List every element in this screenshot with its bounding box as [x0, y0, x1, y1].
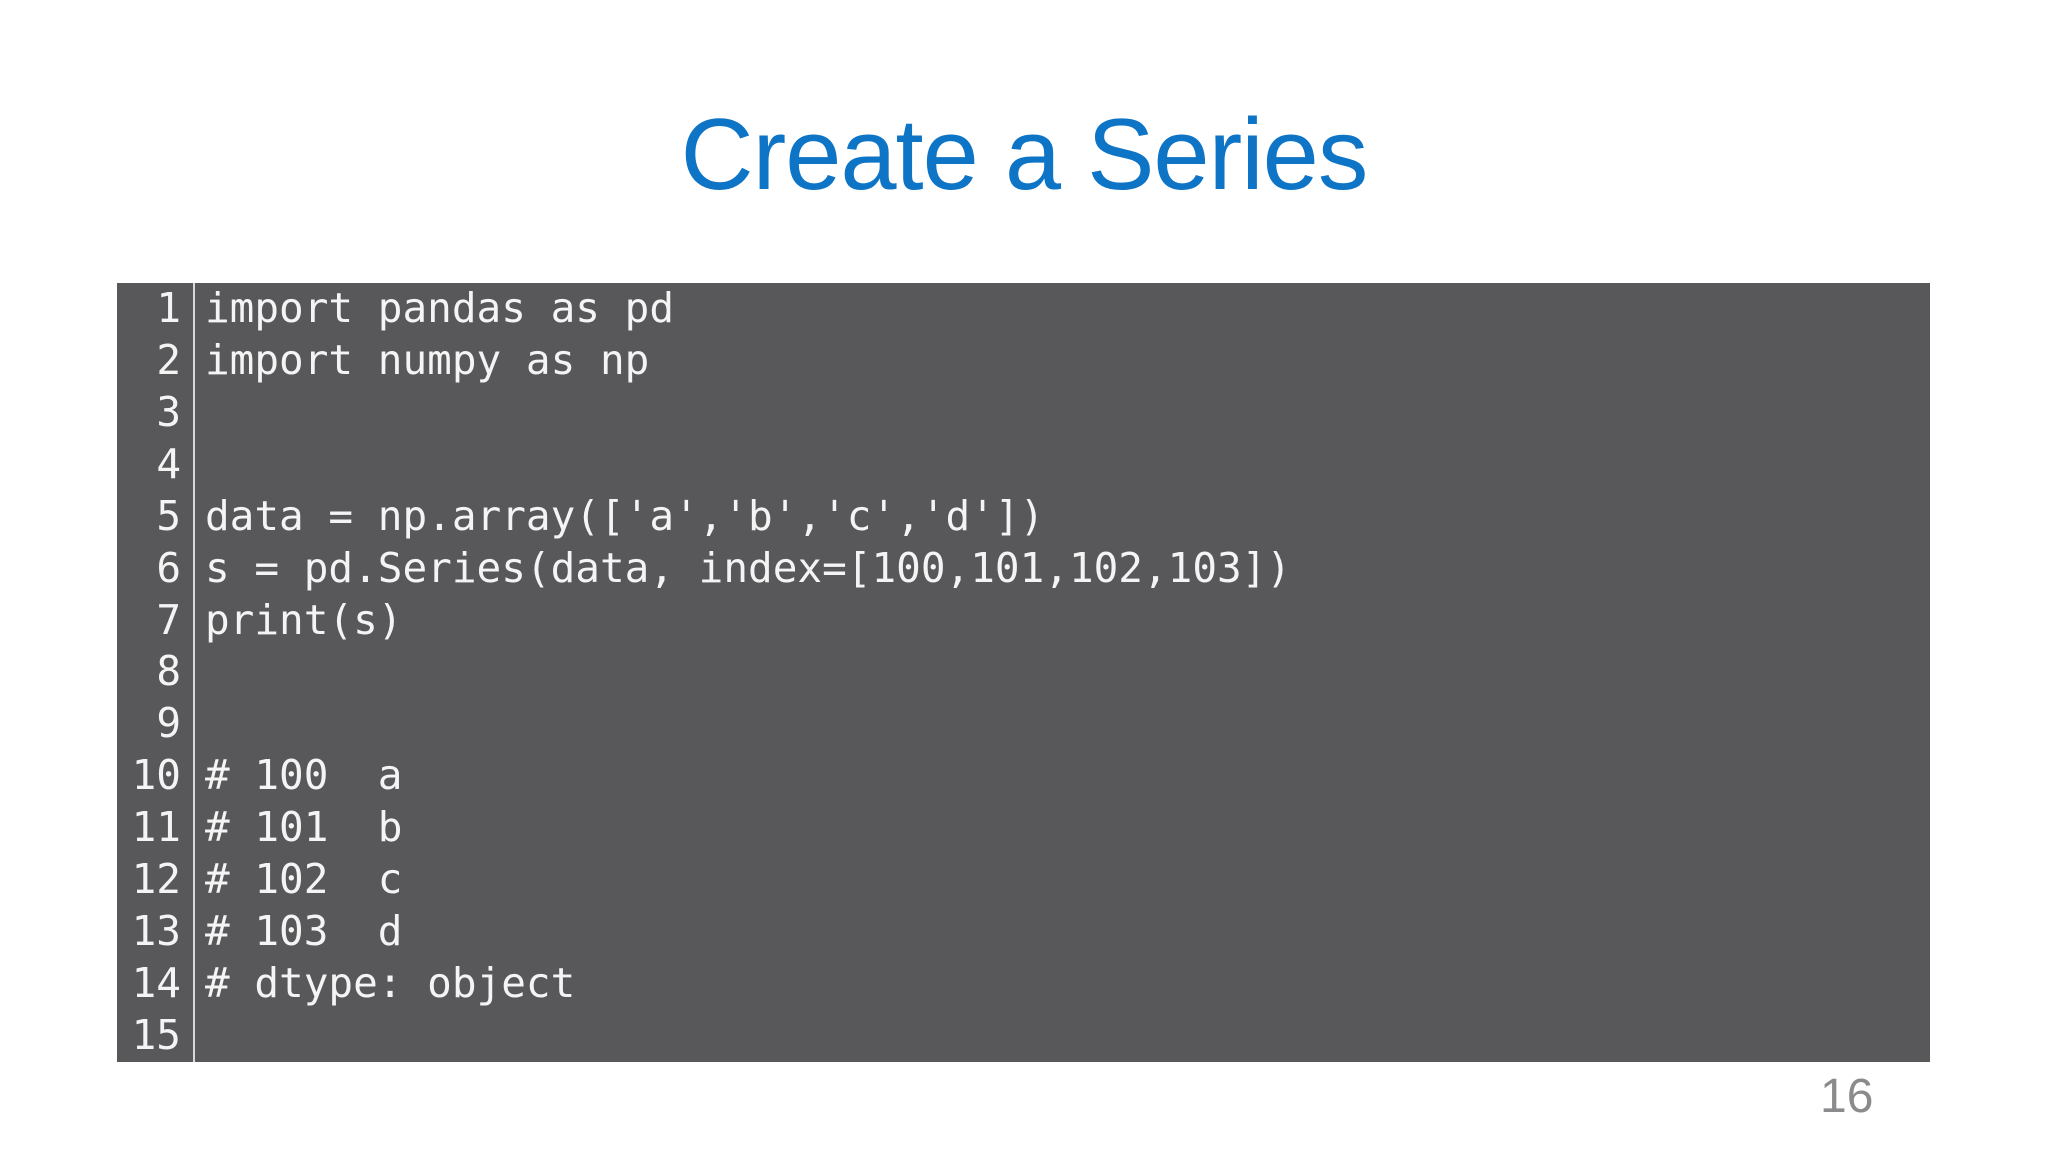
code-line: 13# 103 d [117, 906, 1930, 958]
line-code [195, 646, 1930, 698]
line-number: 3 [117, 386, 195, 439]
line-code [195, 439, 1930, 491]
code-line: 3 [117, 386, 1930, 439]
line-code: # 100 a [205, 751, 403, 800]
code-line: 14# dtype: object [117, 957, 1930, 1010]
page-title: Create a Series [680, 99, 1369, 211]
line-code [195, 698, 1930, 750]
code-line: 15 [117, 1009, 1930, 1062]
line-code: s = pd.Series(data, index=[100,101,102,1… [205, 543, 1292, 592]
line-number: 11 [117, 802, 195, 855]
line-code: print(s) [205, 595, 403, 644]
line-number: 2 [117, 334, 195, 387]
line-code: import numpy as np [205, 335, 650, 384]
line-code: # 102 c [205, 855, 403, 904]
line-code: data = np.array(['a','b','c','d']) [205, 491, 1045, 540]
line-code: # dtype: object [205, 958, 576, 1007]
code-line: 9 [117, 698, 1930, 751]
page-number: 16 [1820, 1070, 1874, 1123]
line-number: 10 [117, 750, 195, 803]
line-number: 9 [117, 698, 195, 751]
line-number: 1 [117, 283, 195, 335]
code-line: 8 [117, 646, 1930, 699]
line-code [195, 387, 1930, 439]
line-number: 14 [117, 957, 195, 1010]
line-number: 4 [117, 438, 195, 491]
line-number: 8 [117, 646, 195, 699]
line-number: 15 [117, 1009, 195, 1062]
line-code: # 103 d [205, 907, 403, 956]
code-line: 12# 102 c [117, 854, 1930, 907]
code-line: 4 [117, 438, 1930, 491]
line-code [195, 1010, 1930, 1062]
code-line: 10# 100 a [117, 750, 1930, 803]
line-number: 12 [117, 854, 195, 907]
line-code: import pandas as pd [205, 284, 674, 332]
line-number: 5 [117, 490, 195, 543]
line-number: 6 [117, 542, 195, 595]
line-code: # 101 b [205, 803, 403, 852]
line-number: 13 [117, 906, 195, 958]
code-line: 11# 101 b [117, 802, 1930, 855]
line-number: 7 [117, 594, 195, 647]
